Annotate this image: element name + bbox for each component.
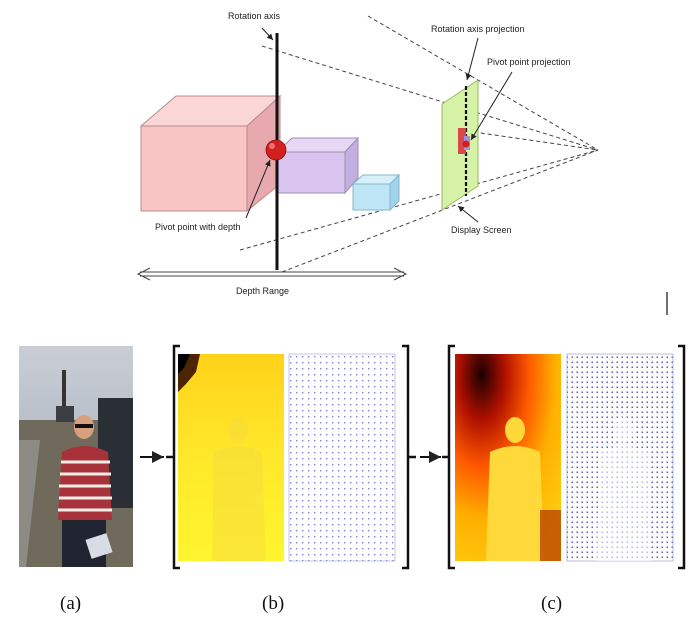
- axis-projection-label: Rotation axis projection: [431, 24, 525, 34]
- pivot-depth-label: Pivot point with depth: [155, 222, 241, 232]
- rotation-axis-label: Rotation axis: [228, 11, 281, 21]
- axis-projection-pointer: [465, 37, 479, 81]
- projection-diagram: Rotation axis Pivot point with depth Rot…: [136, 11, 599, 296]
- projected-box: [458, 128, 466, 154]
- photo-panel-a: [19, 346, 133, 567]
- panel-c: [442, 344, 686, 570]
- silhouette-c: [486, 417, 544, 561]
- silhouette-b: [212, 417, 266, 561]
- pivot-projection-label: Pivot point projection: [487, 57, 571, 67]
- panel-b: [166, 344, 416, 570]
- pivot-sphere: [265, 139, 287, 161]
- frustum-lines: [239, 15, 599, 273]
- bracket-right-b: [402, 344, 416, 570]
- caption-c: (c): [541, 593, 562, 614]
- pivot-projection-dot: [462, 140, 470, 148]
- small-box: [351, 173, 401, 212]
- large-box: [139, 94, 282, 213]
- caption-a: (a): [60, 593, 81, 614]
- mast: [62, 370, 66, 416]
- depth-range-arrow: [136, 267, 408, 281]
- motion-silhouette-c: [596, 417, 652, 561]
- depth-range-label: Depth Range: [236, 286, 289, 296]
- caption-b: (b): [262, 593, 284, 614]
- display-screen-pointer: [457, 205, 479, 223]
- pivot-depth-pointer: [245, 159, 271, 219]
- display-screen: [441, 79, 479, 211]
- bracket-left-c: [442, 344, 455, 570]
- bracket-left-b: [166, 344, 180, 570]
- medium-box: [275, 136, 360, 195]
- display-screen-label: Display Screen: [451, 225, 512, 235]
- pivot-projection-pointer: [470, 71, 513, 141]
- person: [58, 415, 113, 567]
- rotation-axis-pointer: [261, 27, 274, 41]
- motion-field-b: [288, 353, 396, 562]
- bracket-right-c: [678, 344, 686, 570]
- pivot-highlight: [269, 143, 275, 149]
